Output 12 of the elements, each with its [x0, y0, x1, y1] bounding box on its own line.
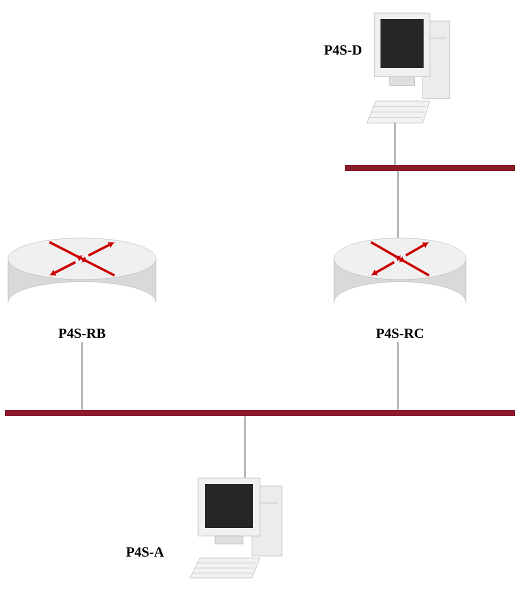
node-label: P4S-RC [376, 328, 424, 338]
computer-drawing [190, 478, 282, 578]
computer-drawing [366, 12, 450, 124]
node-label: P4S-RB [58, 328, 106, 338]
network-bus [5, 410, 515, 416]
router-drawing: P4S-RC [334, 238, 466, 338]
connection-line [394, 122, 396, 166]
router-drawing: P4S-RB [8, 238, 156, 338]
connection-line [244, 416, 246, 478]
device-label: P4S-D [324, 45, 362, 55]
network-bus [345, 165, 515, 171]
device-label: P4S-A [126, 547, 164, 557]
